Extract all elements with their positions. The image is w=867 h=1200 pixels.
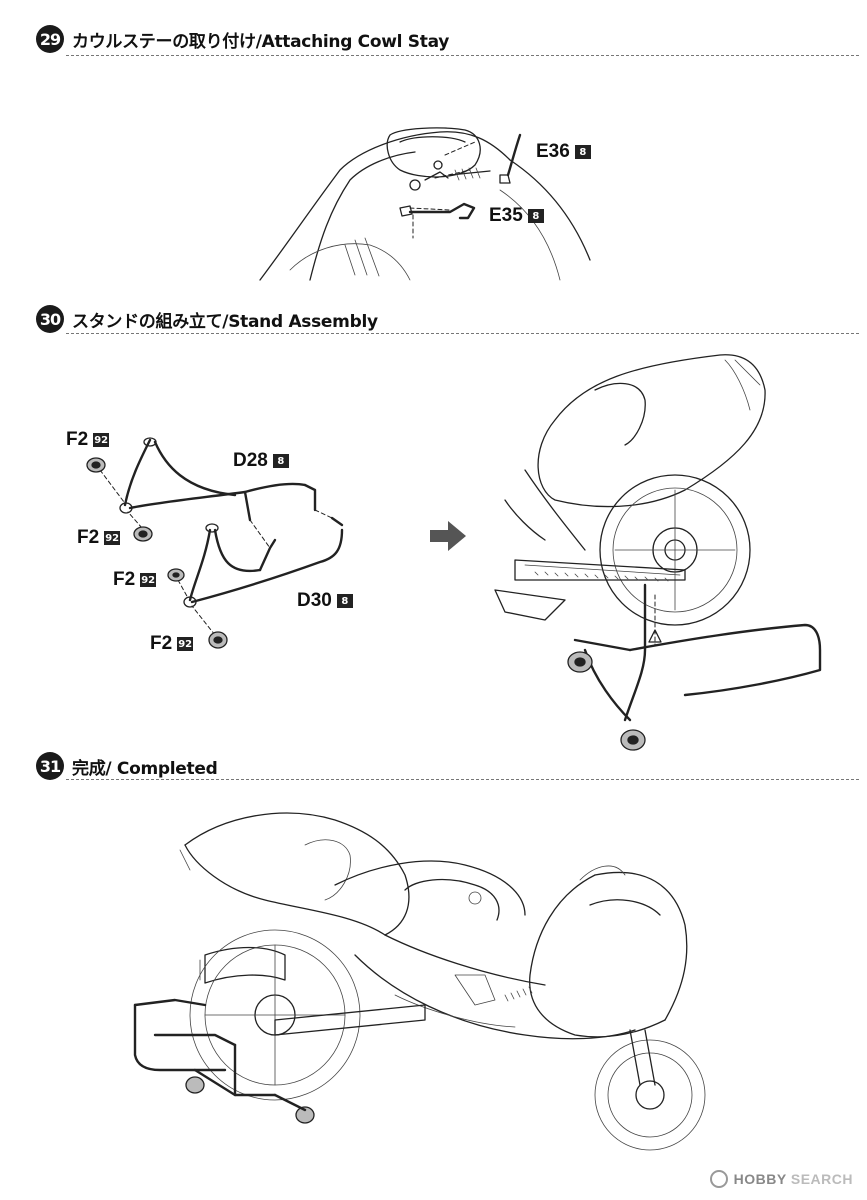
step-title: カウルステーの取り付け/Attaching Cowl Stay: [72, 31, 449, 52]
part-label-d28: D28 8: [233, 450, 289, 472]
part-label-e35: E35 8: [489, 205, 544, 227]
step-31-header: 31 完成/ Completed: [36, 752, 218, 780]
part-label-d30: D30 8: [297, 590, 353, 612]
part-quantity-badge: 92: [177, 637, 194, 651]
part-label-f2-2: F2 92: [77, 527, 121, 549]
part-code: E35: [489, 205, 523, 226]
part-label-e36: E36 8: [536, 141, 591, 163]
arrow-right-icon: [430, 521, 466, 551]
section-divider: [66, 333, 859, 334]
part-label-f2-3: F2 92: [113, 569, 157, 591]
part-code: D30: [297, 590, 332, 611]
part-code: E36: [536, 141, 570, 162]
step-number-badge: 29: [36, 25, 64, 53]
part-quantity-badge: 92: [104, 531, 121, 545]
part-quantity-badge: 92: [140, 573, 157, 587]
step-number-badge: 31: [36, 752, 64, 780]
cowl-stay-illustration: [259, 127, 591, 281]
step-number-badge: 30: [36, 305, 64, 333]
part-code: D28: [233, 450, 268, 471]
step-30-header: 30 スタンドの組み立て/Stand Assembly: [36, 305, 378, 333]
completed-motorcycle-illustration: [133, 812, 706, 1151]
part-quantity-badge: 92: [93, 433, 110, 447]
step-title: スタンドの組み立て/Stand Assembly: [72, 311, 378, 332]
part-quantity-badge: 8: [527, 209, 544, 223]
stand-parts-illustration: [86, 437, 344, 649]
part-quantity-badge: 8: [574, 145, 591, 159]
part-code: F2: [113, 569, 136, 590]
section-divider: [66, 779, 859, 780]
part-code: F2: [66, 429, 89, 450]
part-quantity-badge: 8: [336, 594, 353, 608]
step-title: 完成/ Completed: [72, 758, 218, 779]
step-29-header: 29 カウルステーの取り付け/Attaching Cowl Stay: [36, 25, 449, 53]
part-label-f2-4: F2 92: [150, 633, 194, 655]
part-code: F2: [150, 633, 173, 654]
part-quantity-badge: 8: [272, 454, 289, 468]
hobby-search-logo-icon: [709, 1170, 728, 1188]
section-divider: [66, 55, 859, 56]
part-code: F2: [77, 527, 100, 548]
part-label-f2-1: F2 92: [66, 429, 110, 451]
watermark-brand-a: HOBBY: [733, 1171, 787, 1187]
rear-stand-mounted-illustration: [494, 354, 822, 751]
watermark-text: HOBBY SEARCH: [734, 1171, 853, 1187]
watermark: HOBBY SEARCH: [709, 1170, 853, 1188]
watermark-brand-b: SEARCH: [790, 1171, 853, 1187]
